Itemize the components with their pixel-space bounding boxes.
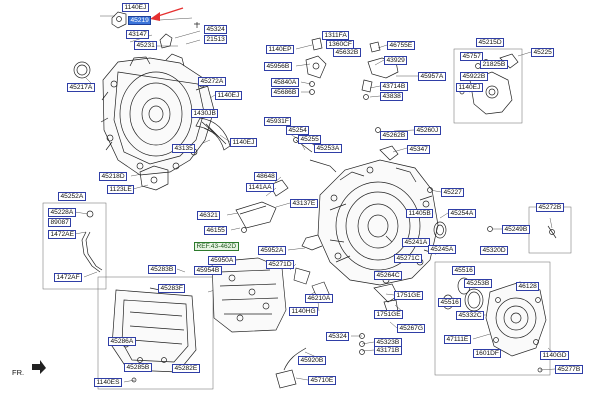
part-label-45285b[interactable]: 45285B: [124, 363, 152, 372]
part-label-45950a[interactable]: 45950A: [208, 256, 236, 265]
part-label-45283f[interactable]: 45283F: [158, 284, 186, 293]
part-label-45286a[interactable]: 45286A: [108, 337, 136, 346]
part-label-45931f[interactable]: 45931F: [264, 117, 292, 126]
part-label-45757[interactable]: 45757: [460, 52, 484, 61]
part-label-1140ep[interactable]: 1140EP: [266, 45, 294, 54]
part-label-45954b[interactable]: 45954B: [194, 266, 222, 275]
part-label-45255[interactable]: 45255: [298, 135, 322, 144]
part-label-45218d[interactable]: 45218D: [99, 172, 128, 181]
part-label-45324[interactable]: 45324: [326, 332, 350, 341]
part-label-45324[interactable]: 45324: [204, 25, 228, 34]
part-label-1140ej[interactable]: 1140EJ: [230, 138, 257, 147]
part-label-45282e[interactable]: 45282E: [172, 364, 200, 373]
part-label-45260j[interactable]: 45260J: [414, 126, 441, 135]
part-label-46321[interactable]: 46321: [197, 211, 221, 220]
part-label-45225[interactable]: 45225: [531, 48, 555, 57]
part-label-1472af[interactable]: 1472AF: [54, 273, 83, 282]
part-label-45241a[interactable]: 45241A: [402, 238, 430, 247]
part-label-46210a[interactable]: 46210A: [305, 294, 333, 303]
part-label-45228a[interactable]: 45228A: [48, 208, 76, 217]
part-label-1472ae[interactable]: 1472AE: [48, 230, 77, 239]
part-label-45231[interactable]: 45231: [134, 41, 158, 50]
reference-label[interactable]: REF.43-462D: [194, 242, 239, 251]
part-label-43838[interactable]: 43838: [380, 92, 404, 101]
part-label-45245a[interactable]: 45245A: [428, 245, 456, 254]
part-label-45347[interactable]: 45347: [407, 145, 431, 154]
part-label-45920b[interactable]: 45920B: [298, 356, 326, 365]
part-label-45952a[interactable]: 45952A: [258, 246, 286, 255]
part-label-1430jb[interactable]: 1430JB: [191, 109, 219, 118]
part-label-43137e[interactable]: 43137E: [290, 199, 318, 208]
part-label-11405b[interactable]: 11405B: [406, 209, 434, 218]
part-label-45215d[interactable]: 45215D: [476, 38, 505, 47]
part-label-1311fa[interactable]: 1311FA: [322, 31, 350, 40]
part-label-45516[interactable]: 45516: [438, 298, 462, 307]
part-label-43147[interactable]: 43147: [126, 30, 150, 39]
part-label-45320d[interactable]: 45320D: [480, 246, 509, 255]
part-label-45272b[interactable]: 45272B: [536, 203, 564, 212]
part-label-45249b[interactable]: 45249B: [502, 225, 530, 234]
part-label-46128[interactable]: 46128: [516, 282, 540, 291]
part-label-1141aa[interactable]: 1141AA: [246, 183, 274, 192]
highlight-arrow-icon: [150, 7, 184, 21]
part-label-1123le[interactable]: 1123LE: [107, 185, 135, 194]
part-label-1140gd[interactable]: 1140GD: [540, 351, 570, 360]
part-label-43171b[interactable]: 43171B: [374, 346, 402, 355]
front-direction-label: FR.: [12, 368, 25, 377]
part-label-45710e[interactable]: 45710E: [308, 376, 336, 385]
part-label-1140hg[interactable]: 1140HG: [289, 307, 319, 316]
part-label-47111e[interactable]: 47111E: [444, 335, 471, 344]
part-label-43714b[interactable]: 43714B: [380, 82, 408, 91]
part-label-45922b[interactable]: 45922B: [460, 72, 488, 81]
part-label-45271d[interactable]: 45271D: [266, 260, 295, 269]
part-label-1751ge[interactable]: 1751GE: [394, 291, 424, 300]
part-label-45267g[interactable]: 45267G: [397, 324, 426, 333]
part-label-1601df[interactable]: 1601DF: [473, 349, 502, 358]
part-label-45219-selected[interactable]: 45219: [128, 16, 152, 25]
part-label-45254a[interactable]: 45254A: [448, 209, 476, 218]
part-label-1140ej[interactable]: 1140EJ: [456, 83, 483, 92]
part-label-45264c[interactable]: 45264C: [374, 271, 403, 280]
part-label-45271c[interactable]: 45271C: [394, 254, 423, 263]
part-label-45516[interactable]: 45516: [452, 266, 476, 275]
part-label-45686b[interactable]: 45686B: [271, 88, 299, 97]
part-label-48648[interactable]: 48648: [254, 172, 278, 181]
part-label-21825b[interactable]: 21825B: [480, 60, 508, 69]
part-label-45277b[interactable]: 45277B: [555, 365, 583, 374]
part-label-45283b[interactable]: 45283B: [148, 265, 176, 274]
part-label-45253b[interactable]: 45253B: [464, 279, 492, 288]
part-label-45956b[interactable]: 45956B: [264, 62, 292, 71]
part-label-1140es[interactable]: 1140ES: [94, 378, 122, 387]
part-label-45253a[interactable]: 45253A: [314, 144, 342, 153]
part-label-43135[interactable]: 43135: [172, 144, 196, 153]
part-label-45217a[interactable]: 45217A: [67, 83, 95, 92]
part-label-45332c[interactable]: 45332C: [456, 311, 485, 320]
part-label-45227[interactable]: 45227: [441, 188, 465, 197]
part-label-43929[interactable]: 43929: [384, 56, 408, 65]
part-label-45840a[interactable]: 45840A: [271, 78, 299, 87]
part-label-45272a[interactable]: 45272A: [198, 77, 226, 86]
part-label-1140ej[interactable]: 1140EJ: [122, 3, 149, 12]
part-label-45254[interactable]: 45254: [286, 126, 310, 135]
part-label-89087[interactable]: 89087: [48, 218, 72, 227]
part-label-1140ej[interactable]: 1140EJ: [215, 91, 242, 100]
part-label-45252a[interactable]: 45252A: [58, 192, 86, 201]
part-label-45262b[interactable]: 45262B: [380, 131, 408, 140]
part-label-46755e[interactable]: 46755E: [387, 41, 415, 50]
part-label-1751ge[interactable]: 1751GE: [374, 310, 404, 319]
part-label-45957a[interactable]: 45957A: [418, 72, 446, 81]
part-label-46155[interactable]: 46155: [204, 226, 228, 235]
front-direction-arrow-icon: [32, 360, 46, 374]
part-label-45632b[interactable]: 45632B: [333, 48, 361, 57]
part-label-21513[interactable]: 21513: [204, 35, 228, 44]
